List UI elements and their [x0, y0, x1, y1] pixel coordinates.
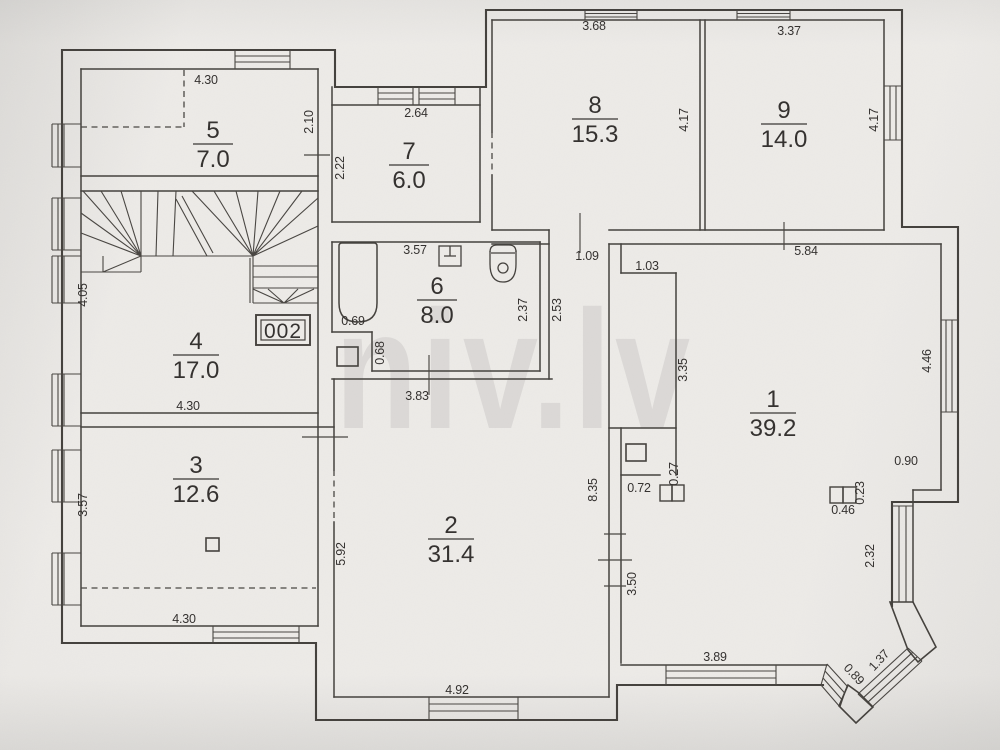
dim-0-72: 0.72 [627, 481, 651, 495]
unit-number-text: 002 [264, 320, 302, 343]
room-label-1: 1 39.2 [750, 386, 797, 442]
dim-0-27: 0.27 [667, 462, 681, 486]
room-8-number: 8 [588, 92, 601, 119]
dim-3-68: 3.68 [582, 19, 606, 33]
flue-niche-square [336, 346, 359, 367]
room-2-area: 31.4 [428, 541, 475, 568]
room-9-number: 9 [777, 97, 790, 124]
dim-3-83: 3.83 [405, 389, 429, 403]
dim-3-57-left: 3.57 [76, 493, 90, 517]
room-3-area: 12.6 [173, 481, 220, 508]
dim-3-57-bath: 3.57 [403, 243, 427, 257]
room1-double-flue-left [659, 484, 685, 502]
dim-0-69: 0.69 [341, 314, 365, 328]
room1-flue-square [625, 443, 647, 462]
dim-4-17-left: 4.17 [677, 108, 691, 132]
dim-room4-bottom: 4.30 [176, 399, 200, 413]
room-label-2: 2 31.4 [428, 512, 475, 568]
room-labels: 1 39.2 2 31.4 3 12.6 4 17.0 5 7.0 6 8.0 [173, 92, 808, 568]
dim-2-22: 2.22 [333, 156, 347, 180]
room-label-4: 4 17.0 [173, 328, 220, 384]
room-1-area: 39.2 [750, 415, 797, 442]
dim-4-46: 4.46 [920, 349, 934, 373]
dim-3-35: 3.35 [676, 358, 690, 382]
dim-room3-bottom: 4.30 [172, 612, 196, 626]
sink-symbol [438, 245, 462, 267]
dim-3-89: 3.89 [703, 650, 727, 664]
dim-0-90: 0.90 [894, 454, 918, 468]
room-3-number: 3 [189, 452, 202, 479]
dim-2-32: 2.32 [863, 544, 877, 568]
room-5-area: 7.0 [196, 146, 229, 173]
dashed-lines [81, 70, 493, 589]
dim-2-10: 2.10 [302, 110, 316, 134]
room-4-number: 4 [189, 328, 202, 355]
bathtub-symbol [338, 242, 378, 323]
room-7-number: 7 [402, 138, 415, 165]
flues-and-shafts [205, 346, 857, 552]
room-7-area: 6.0 [392, 167, 425, 194]
dim-3-37: 3.37 [777, 24, 801, 38]
unit-number-plate: 002 [255, 314, 311, 346]
dim-2-53: 2.53 [550, 298, 564, 322]
dim-1-03: 1.03 [635, 259, 659, 273]
windows [51, 10, 958, 719]
room1-double-flue-right [829, 486, 857, 504]
room-6-number: 6 [430, 273, 443, 300]
room-label-5: 5 7.0 [193, 117, 233, 173]
room-2-number: 2 [444, 512, 457, 539]
toilet-symbol [489, 244, 517, 283]
dim-0-46: 0.46 [831, 503, 855, 517]
dim-2-64: 2.64 [404, 106, 428, 120]
dim-4-17-right: 4.17 [867, 108, 881, 132]
bathroom-fixtures [338, 242, 517, 323]
dim-4-05: 4.05 [76, 283, 90, 307]
dim-0-23: 0.23 [853, 481, 867, 505]
dim-2-37: 2.37 [516, 298, 530, 322]
dim-3-50: 3.50 [625, 572, 639, 596]
bay-corner-posts [838, 601, 938, 725]
room-label-6: 6 8.0 [417, 273, 457, 329]
room-label-9: 9 14.0 [761, 97, 808, 153]
room-1-number: 1 [766, 386, 779, 413]
dim-0-68: 0.68 [373, 341, 387, 365]
room3-flue-square [205, 537, 220, 552]
dim-5-84: 5.84 [794, 244, 818, 258]
dim-5-92: 5.92 [334, 542, 348, 566]
interior-walls [80, 19, 942, 698]
room-label-7: 7 6.0 [389, 138, 429, 194]
room-4-area: 17.0 [173, 357, 220, 384]
dimension-ticks [302, 154, 785, 587]
room-label-3: 3 12.6 [173, 452, 220, 508]
dim-room5-top: 4.30 [194, 73, 218, 87]
room-6-area: 8.0 [420, 302, 453, 329]
room-5-number: 5 [206, 117, 219, 144]
dim-8-35: 8.35 [586, 478, 600, 502]
room-label-8: 8 15.3 [572, 92, 619, 148]
staircase [80, 190, 319, 304]
dim-1-09: 1.09 [575, 249, 599, 263]
room-9-area: 14.0 [761, 126, 808, 153]
room-8-area: 15.3 [572, 121, 619, 148]
dim-4-92: 4.92 [445, 683, 469, 697]
